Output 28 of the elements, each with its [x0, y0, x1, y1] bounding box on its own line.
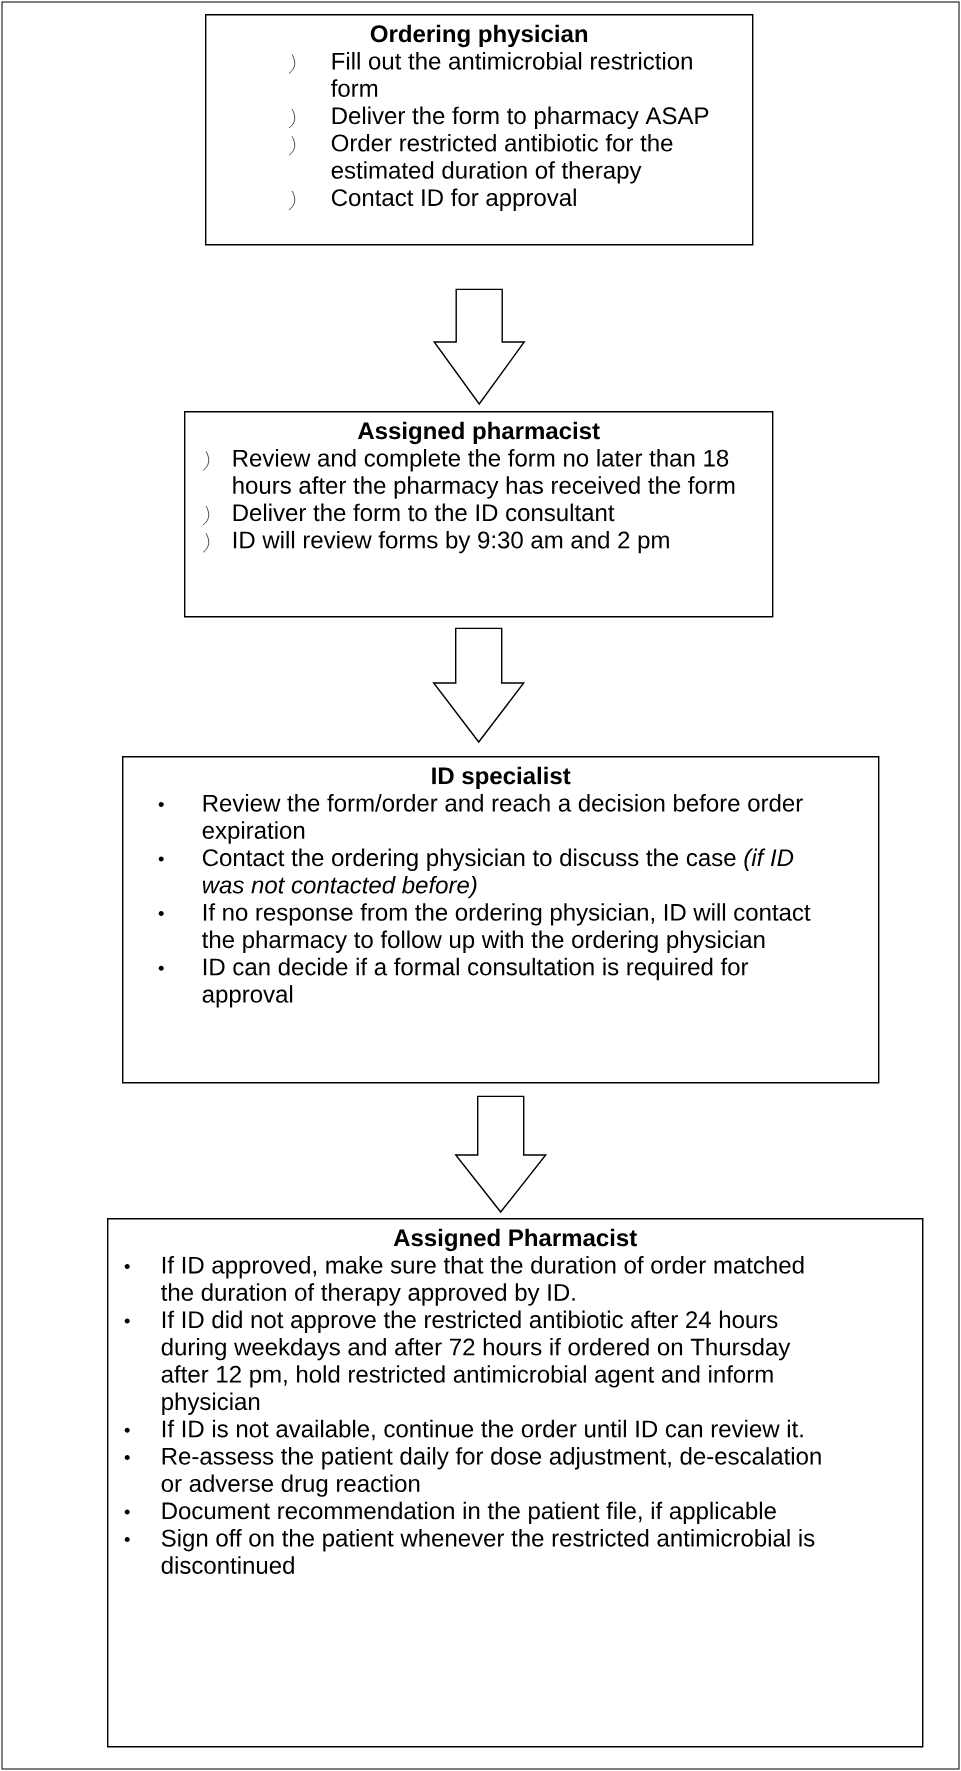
block-arrow [432, 627, 526, 744]
process-box [205, 14, 754, 246]
list-item: Review and complete the form no later than 18 hours after the pharmacy has received the form [233, 449, 735, 499]
list-item: Fill out the antimicrobial restriction form [331, 52, 692, 97]
block-arrow [432, 288, 526, 406]
list-item: ID can decide if a formal consultation is required for approval [202, 957, 749, 1008]
list-item: Deliver the form to the ID consultant [233, 503, 615, 522]
list-item: If ID is not available, continue the order until ID can review it. [162, 1419, 803, 1441]
process-box [184, 411, 774, 618]
list-item: If no response from the ordering physician, ID will contact the pharmacy to follow up with the ordering physician [202, 903, 811, 953]
box-heading: Assigned Pharmacist [393, 1228, 637, 1252]
process-box [107, 1218, 924, 1748]
box-heading: Ordering physician [370, 24, 588, 48]
box-heading: Assigned pharmacist [357, 421, 600, 445]
list-item: Re-assess the patient daily for dose adjustment, de-escalation or adverse drug reaction [161, 1447, 821, 1497]
list-item: Contact the ordering physician to discuss the case (if ID was not contacted before) [202, 848, 794, 899]
list-item: Order restricted antibiotic for the estimated duration of therapy [331, 133, 673, 184]
block-arrow [454, 1095, 548, 1214]
list-item: Review the form/order and reach a decision before order expiration [202, 794, 803, 844]
list-item: If ID approved, make sure that the duration of order matched the duration of therapy approved by ID. [161, 1256, 804, 1306]
process-box [122, 756, 880, 1084]
list-item: Contact ID for approval [331, 188, 576, 211]
box-heading: ID specialist [432, 766, 571, 790]
list-item: Sign off on the patient whenever the restricted antimicrobial is discontinued [161, 1529, 815, 1574]
list-item: Deliver the form to pharmacy ASAP [332, 106, 709, 129]
list-item: If ID did not approve the restricted antibiotic after 24 hours during weekdays and after 72 hours if ordered on Thursday after 12 pm, hold restricted antimicrobial agent and inform physician [161, 1310, 791, 1415]
list-item: Document recommendation in the patient file, if applicable [162, 1501, 776, 1525]
list-item: ID will review forms by 9:30 am and 2 pm [233, 530, 669, 554]
